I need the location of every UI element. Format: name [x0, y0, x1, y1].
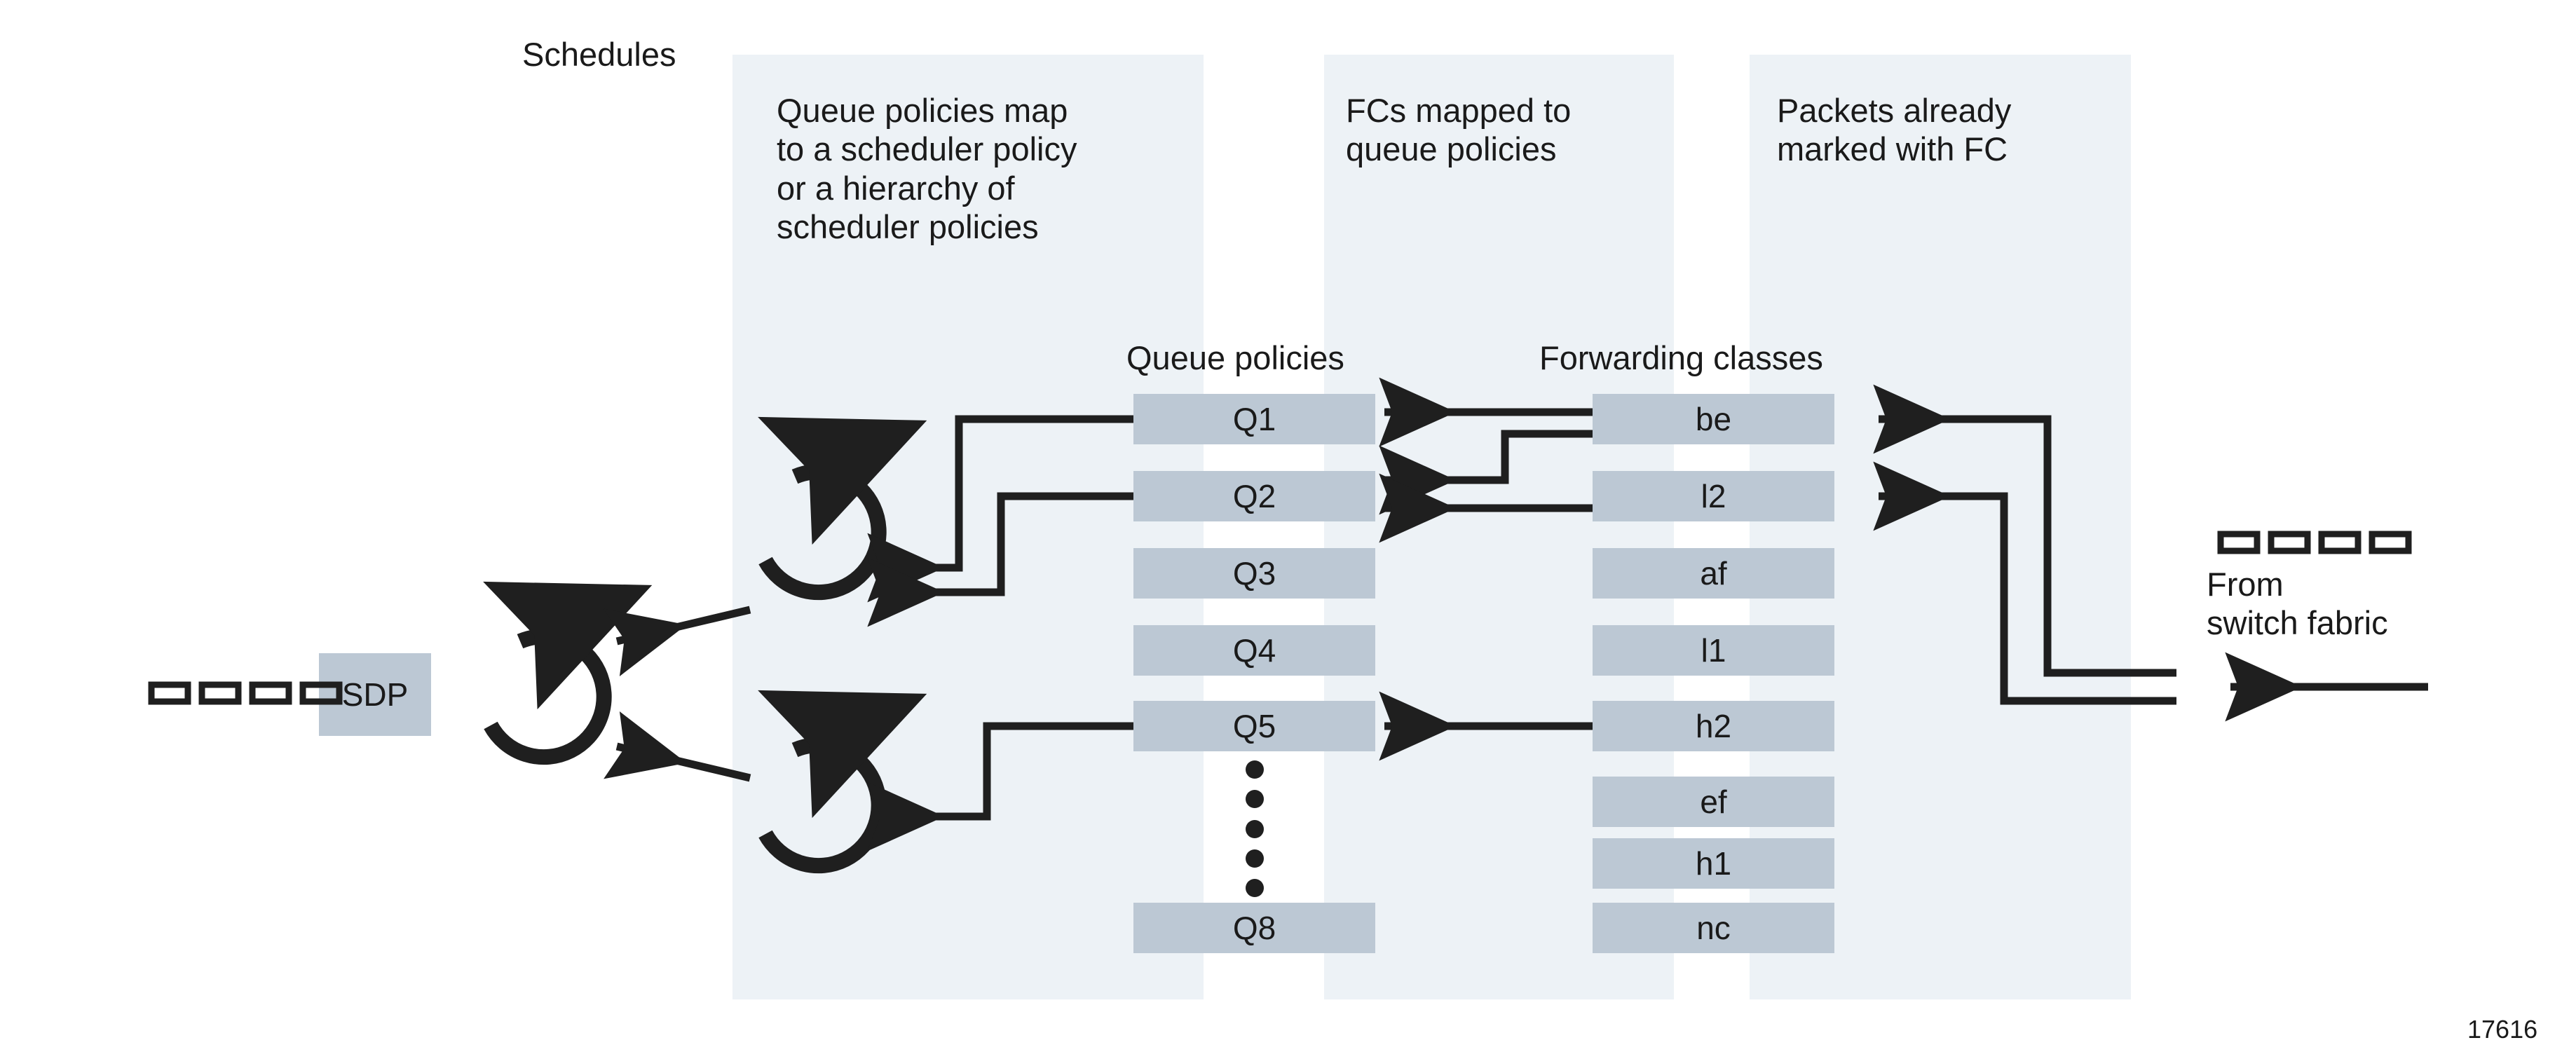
fc-box-label: be — [1695, 401, 1732, 437]
fc-box-label: l2 — [1701, 478, 1726, 514]
scheduler-circle-main — [483, 581, 653, 765]
fc-box-l1[interactable]: l1 — [1593, 625, 1834, 676]
forwarding-classes-header: Forwarding classes — [1539, 339, 1823, 376]
fc-box-h1[interactable]: h1 — [1593, 838, 1834, 889]
queue-policies-note: Queue policies map to a scheduler policy… — [777, 92, 1077, 246]
dashed-lead-left — [148, 681, 343, 705]
queue-box-label: Q2 — [1232, 478, 1276, 514]
queue-ellipsis — [1244, 760, 1265, 897]
sdp-box[interactable]: SDP — [319, 653, 431, 736]
fc-box-label: h1 — [1695, 845, 1732, 882]
ellipsis-dot — [1246, 790, 1264, 809]
link-upper-scheduler-to-main — [604, 606, 751, 676]
queue-box-q5[interactable]: Q5 — [1133, 701, 1375, 751]
fc-box-label: l1 — [1701, 632, 1726, 669]
queue-box-q8[interactable]: Q8 — [1133, 903, 1375, 953]
queue-box-label: Q5 — [1232, 708, 1276, 744]
ellipsis-dot — [1246, 819, 1264, 838]
queue-box-label: Q8 — [1232, 910, 1276, 946]
sdp-label: SDP — [341, 676, 409, 713]
fc-box-label: h2 — [1695, 708, 1732, 744]
queue-policies-header: Queue policies — [1126, 339, 1344, 376]
ellipsis-dot — [1246, 760, 1264, 779]
fc-box-l2[interactable]: l2 — [1593, 471, 1834, 521]
ellipsis-dot — [1246, 849, 1264, 868]
dashed-lead-right — [2217, 531, 2412, 554]
fc-box-ef[interactable]: ef — [1593, 777, 1834, 827]
fc-box-label: ef — [1700, 784, 1727, 820]
schedules-label: Schedules — [522, 36, 676, 73]
fc-box-label: nc — [1696, 910, 1731, 946]
ellipsis-dot — [1246, 879, 1264, 897]
queue-box-q3[interactable]: Q3 — [1133, 548, 1375, 599]
queue-box-label: Q4 — [1232, 632, 1276, 669]
gap-strip-queue-column — [1204, 55, 1324, 999]
queue-box-label: Q1 — [1232, 401, 1276, 437]
fc-box-h2[interactable]: h2 — [1593, 701, 1834, 751]
queue-box-q4[interactable]: Q4 — [1133, 625, 1375, 676]
fc-box-af[interactable]: af — [1593, 548, 1834, 599]
fcs-note: FCs mapped to queue policies — [1346, 92, 1572, 168]
queue-box-q1[interactable]: Q1 — [1133, 394, 1375, 444]
fc-box-nc[interactable]: nc — [1593, 903, 1834, 953]
source-label: From switch fabric — [2207, 566, 2388, 642]
queue-box-q2[interactable]: Q2 — [1133, 471, 1375, 521]
link-lower-scheduler-to-main — [604, 711, 751, 782]
queue-box-label: Q3 — [1232, 555, 1276, 592]
fc-box-label: af — [1700, 555, 1727, 592]
packets-note: Packets already marked with FC — [1777, 92, 2012, 168]
fc-box-be[interactable]: be — [1593, 394, 1834, 444]
figure-number: 17616 — [2467, 1015, 2538, 1044]
